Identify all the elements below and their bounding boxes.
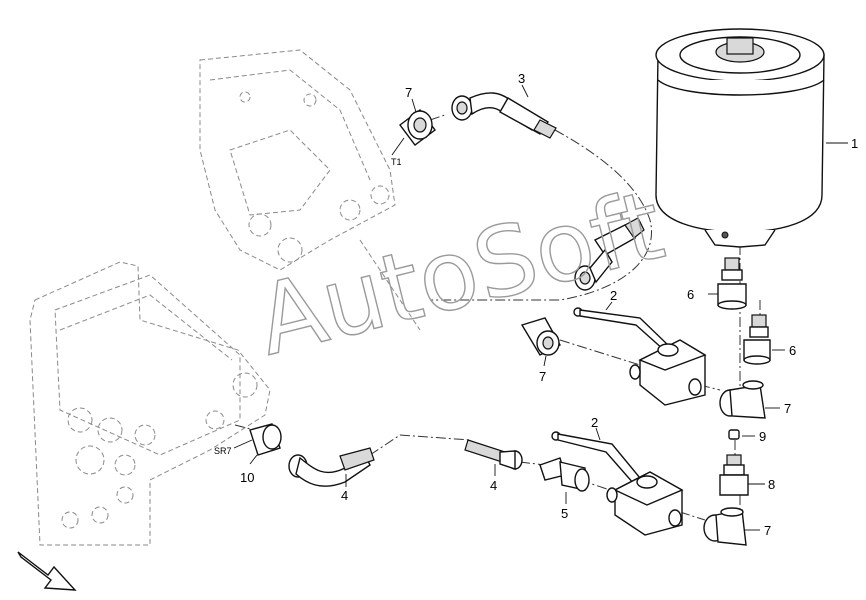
callout-1: 1 [851, 136, 858, 151]
callout-5: 5 [561, 506, 568, 521]
adapter-fitting-10 [249, 423, 282, 456]
callout-7-left: 7 [539, 369, 546, 384]
callout-2-bottom: 2 [591, 415, 598, 430]
callout-3: 3 [518, 71, 525, 86]
port-label-sr7: SR7 [214, 446, 232, 456]
callout-2-top: 2 [610, 288, 617, 303]
valve-block-ghost [29, 261, 271, 546]
callout-8: 8 [768, 477, 775, 492]
adapter-fitting-8 [719, 454, 749, 496]
elbow-fitting-left [520, 317, 561, 356]
elbow-fitting-right-mid [719, 380, 766, 419]
callout-7-right-mid: 7 [784, 401, 791, 416]
pipe-stub-4 [464, 439, 523, 470]
hose-middle-end [574, 217, 645, 291]
direction-arrow-icon [17, 551, 77, 591]
callout-7-top: 7 [405, 85, 412, 100]
callout-6-upper: 6 [687, 287, 694, 302]
callout-9: 9 [759, 429, 766, 444]
pump-housing-ghost [199, 49, 421, 331]
port-label-t1: T1 [391, 157, 402, 167]
adapter-fitting-6a [717, 257, 747, 310]
callout-6-lower: 6 [789, 343, 796, 358]
watermark-text: AutoSoft [246, 169, 673, 377]
ball-valve-bottom [551, 431, 684, 536]
seal-ring-9 [728, 429, 740, 440]
elbow-fitting-t1 [399, 109, 436, 146]
callout-4-middle: 4 [490, 478, 497, 493]
callout-4-bottom: 4 [341, 488, 348, 503]
elbow-fitting-right-bottom [703, 507, 747, 546]
adapter-fitting-5 [539, 457, 590, 492]
adapter-fitting-6b [743, 314, 771, 365]
ball-valve-top [573, 307, 707, 406]
callout-numbers: 1 7 3 2 7 6 6 7 9 8 7 2 5 4 4 10 T1 SR7 [214, 71, 858, 538]
hydraulic-tank [655, 28, 825, 248]
callout-10: 10 [240, 470, 254, 485]
callout-7-right-bottom: 7 [764, 523, 771, 538]
hose-top [451, 92, 557, 139]
hose-bottom [288, 447, 375, 487]
leader-lines [233, 84, 848, 531]
